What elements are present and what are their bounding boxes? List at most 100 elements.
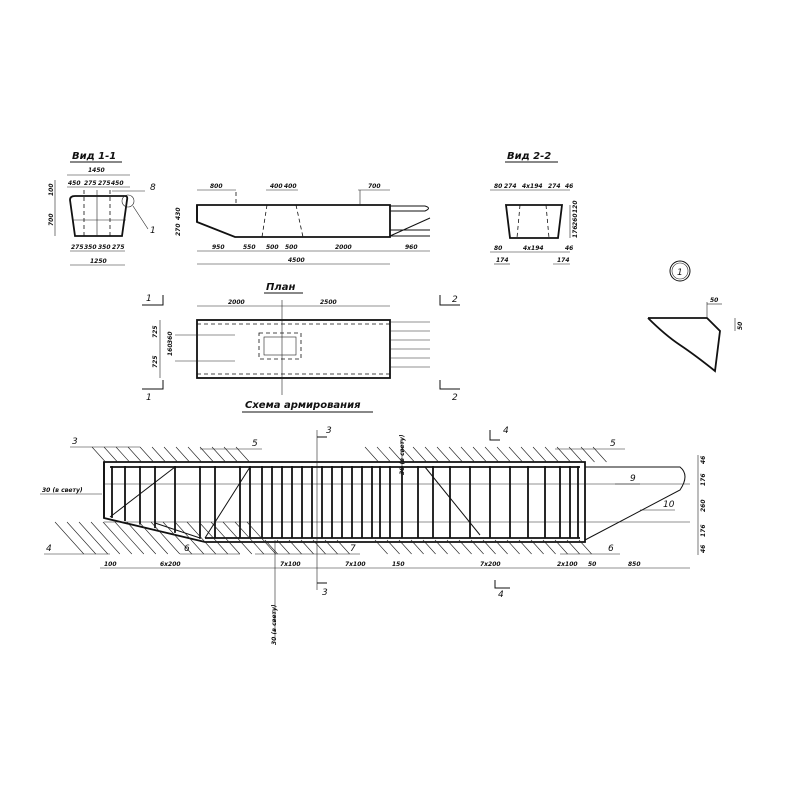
dim: 46 — [700, 456, 707, 464]
hatch-line — [566, 539, 580, 555]
hatch-line — [448, 446, 463, 463]
hatch-line — [312, 539, 326, 555]
hatch-line — [186, 521, 217, 555]
hatch-line — [556, 446, 571, 463]
callout-4: 4 — [46, 544, 52, 554]
hatch-line — [91, 446, 106, 463]
dim: 2000 — [335, 244, 352, 251]
dim: 1450 — [88, 167, 105, 174]
dim: 270 — [175, 223, 182, 236]
hatch-line — [508, 446, 523, 463]
hatch-line — [115, 446, 130, 463]
section-outline — [69, 195, 129, 237]
dim: 800 — [210, 183, 223, 190]
dim: 260 — [700, 499, 707, 512]
dim: 500 — [266, 244, 279, 251]
view-1-1-title: Вид 1-1 — [72, 151, 116, 162]
view-1-1: Вид 1-1 1450 450 275 275 450 100 700 8 1… — [48, 151, 156, 266]
dim: 700 — [48, 213, 55, 226]
hatch-line — [506, 539, 520, 555]
hatch-line — [568, 446, 583, 463]
dim: 1250 — [90, 258, 107, 265]
hatch-line — [235, 446, 250, 463]
dim: 2500 — [320, 299, 337, 306]
dim: 950 — [212, 244, 225, 251]
dim: 100 — [104, 561, 117, 568]
section-mark-1: 1 — [146, 393, 152, 403]
dim: 4x194 — [522, 183, 543, 190]
dim: 275 — [84, 180, 97, 187]
hatch-line — [210, 521, 241, 555]
hatch-line — [234, 521, 265, 555]
dim: 174 — [496, 257, 509, 264]
dim: 100 — [48, 183, 55, 196]
hatch-line — [150, 521, 181, 555]
hatch-line — [187, 446, 202, 463]
dim: 2000 — [228, 299, 245, 306]
callout-6: 6 — [608, 544, 614, 554]
hatch-line — [336, 539, 350, 555]
hatch-line — [364, 446, 379, 463]
dim: 450 — [68, 180, 81, 187]
hatch-line — [175, 446, 190, 463]
hatch-line — [222, 521, 253, 555]
hatch-line — [400, 446, 415, 463]
clear-span-label: 30 (в свету) — [42, 487, 83, 494]
hatch-line — [460, 446, 475, 463]
callout-5: 5 — [252, 439, 258, 449]
hatch-line — [276, 539, 290, 555]
callout-5: 5 — [610, 439, 616, 449]
hatch-line — [199, 446, 214, 463]
callout-1: 1 — [150, 226, 156, 236]
hatch-line — [90, 521, 121, 555]
hatch-line — [386, 539, 400, 555]
callout-9: 9 — [630, 474, 636, 484]
hatch-line — [78, 521, 109, 555]
dim: 725 — [152, 325, 159, 338]
hatch-line — [578, 539, 592, 555]
hatch-line — [139, 446, 154, 463]
dim: 46 — [565, 183, 573, 190]
hatch-line — [151, 446, 166, 463]
dim: 7x100 — [280, 561, 301, 568]
hatch-line — [162, 521, 193, 555]
hatch-line — [103, 446, 118, 463]
hatch-line — [544, 446, 559, 463]
hatch-line — [163, 446, 178, 463]
dim: 275 — [98, 180, 111, 187]
dim: 260 — [572, 213, 579, 226]
hatch-line — [458, 539, 472, 555]
dim: 50 — [737, 322, 744, 330]
beam-side-outline — [196, 204, 391, 238]
hatch-line — [127, 446, 142, 463]
hatch-line — [54, 521, 85, 555]
section-mark-2: 2 — [452, 295, 458, 305]
dim: 150 — [392, 561, 405, 568]
dim: 6x200 — [160, 561, 181, 568]
hatch-line — [376, 446, 391, 463]
hatch-line — [398, 539, 412, 555]
hatching-group — [54, 446, 607, 555]
hatch-line — [554, 539, 568, 555]
dim: 275 — [71, 244, 84, 251]
dim: 176 — [700, 524, 707, 537]
reinforcement-scheme: Схема армирования 3 5 5 4 6 7 6 9 10 3 3 — [40, 400, 707, 645]
dim: 360 — [167, 331, 174, 344]
clear-span-label: 30 (в свету) — [271, 604, 278, 645]
dim: 400 — [270, 183, 283, 190]
dim: 80 — [494, 183, 502, 190]
section-outline — [504, 204, 564, 239]
section-mark-2: 2 — [452, 393, 458, 403]
dim: 4x194 — [523, 245, 544, 252]
dim: 350 — [84, 244, 97, 251]
dim: 400 — [284, 183, 297, 190]
hatch-line — [246, 521, 277, 555]
hatch-line — [580, 446, 595, 463]
view-2-2-title: Вид 2-2 — [507, 151, 551, 162]
plan-title: План — [266, 282, 295, 293]
hatch-line — [592, 446, 607, 463]
section-mark-1: 1 — [146, 294, 152, 304]
hatch-line — [434, 539, 448, 555]
hatch-line — [482, 539, 496, 555]
